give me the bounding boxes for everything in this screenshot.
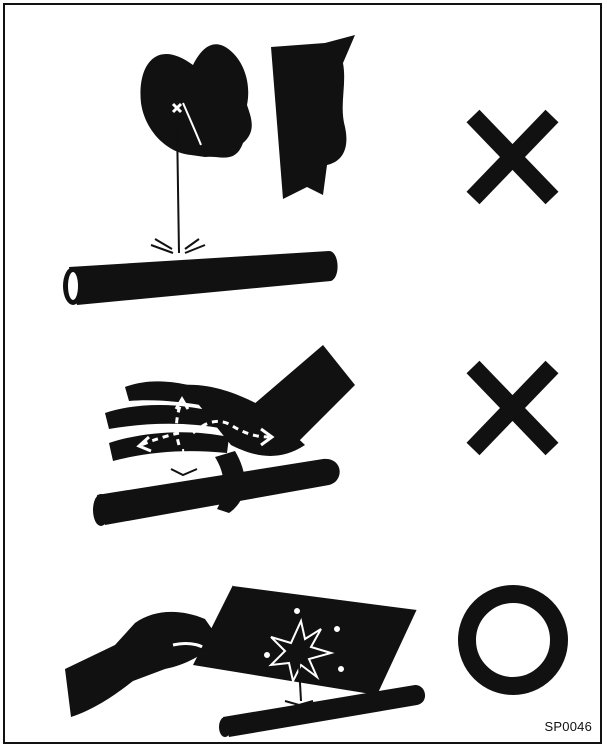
figure-frame: SP0046 bbox=[3, 3, 602, 744]
reference-code: SP0046 bbox=[545, 719, 592, 734]
circle-icon bbox=[5, 5, 600, 742]
